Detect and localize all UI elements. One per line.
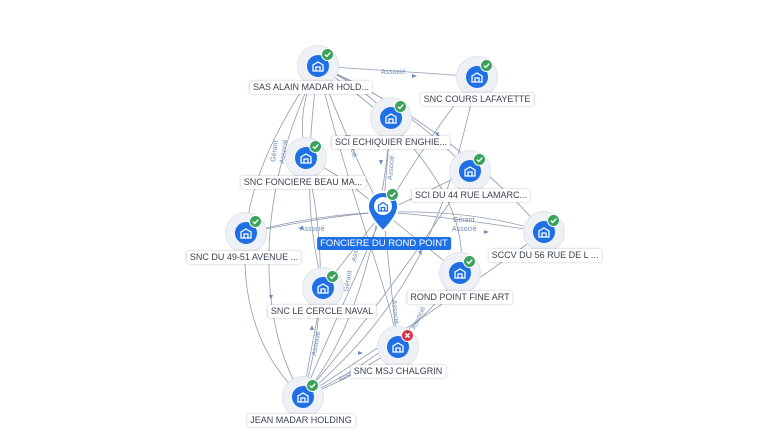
check-icon [321, 48, 334, 61]
node-label[interactable]: SCI ECHIQUIER ENGHIE... [331, 136, 451, 149]
check-icon [394, 100, 407, 113]
node-sccv-56-rue[interactable] [524, 212, 564, 252]
node-label[interactable]: JEAN MADAR HOLDING [247, 414, 355, 427]
node-sci-44-rue[interactable] [450, 151, 490, 191]
building-icon [312, 277, 334, 299]
edge [245, 211, 545, 234]
building-icon [307, 55, 329, 77]
edge-label: Associé [300, 226, 325, 233]
check-icon [473, 153, 486, 166]
edge-arrow [435, 132, 439, 137]
edge [302, 117, 392, 398]
edge-arrow [379, 160, 383, 165]
node-fonciere-du-rond-point[interactable] [366, 188, 400, 234]
node-label[interactable]: SNC DU 49-51 AVENUE ... [186, 251, 302, 264]
map-pin-icon [366, 190, 400, 233]
node-label[interactable]: SNC FONCIERE BEAU MA... [240, 176, 366, 189]
node-label[interactable]: SCCV DU 56 RUE DE L ... [488, 249, 602, 262]
edge-arrow [412, 74, 417, 78]
node-label[interactable]: SNC MSJ CHALGRIN [350, 365, 446, 378]
check-icon [480, 59, 493, 72]
edge-arrow [358, 351, 363, 355]
edge-arrow [269, 295, 273, 300]
node-snc-cercle-naval[interactable] [303, 268, 343, 308]
building-icon [235, 222, 257, 244]
edge [302, 211, 384, 398]
edge-arrow [298, 226, 303, 230]
edge-label: Associé [390, 299, 400, 324]
edge-arrow [484, 230, 489, 234]
check-icon [306, 379, 319, 392]
edge-label: Associé [311, 331, 322, 356]
edge-label: Associé [381, 69, 406, 76]
node-label[interactable]: ROND POINT FINE ART [407, 291, 513, 304]
check-icon [386, 188, 399, 201]
building-icon [292, 386, 314, 408]
building-icon [459, 160, 481, 182]
edge-label: Gérant [270, 140, 280, 162]
building-icon [295, 147, 317, 169]
edge-label: Associé [387, 155, 396, 180]
building-icon [380, 107, 402, 129]
node-snc-msj-chalgrin[interactable] [378, 327, 418, 367]
node-label[interactable]: SNC LE CERCLE NAVAL [267, 305, 377, 318]
edge-label: Gérant [343, 270, 354, 292]
node-rond-point-fine-art[interactable] [440, 253, 480, 293]
building-icon [449, 262, 471, 284]
node-label-primary[interactable]: FONCIERE DU ROND POINT [317, 237, 451, 250]
edge-arrow [310, 325, 314, 330]
node-snc-fonciere[interactable] [286, 138, 326, 178]
node-sas-alain-madar[interactable] [298, 46, 338, 86]
building-icon [387, 336, 409, 358]
node-jean-madar-holding[interactable] [283, 377, 323, 417]
edge-arrow [418, 250, 422, 255]
node-label[interactable]: SNC COURS LAFAYETTE [420, 93, 534, 106]
check-icon [309, 140, 322, 153]
edge [382, 211, 545, 233]
check-icon [249, 215, 262, 228]
edge [317, 65, 462, 274]
edge-label: Associé [452, 226, 477, 233]
node-sci-echiquier[interactable] [371, 98, 411, 138]
edge [317, 65, 399, 348]
check-icon [547, 214, 560, 227]
edge-label: Gérant [453, 217, 474, 224]
node-snc-49-51[interactable] [226, 213, 266, 253]
check-icon [463, 255, 476, 268]
building-icon [533, 221, 555, 243]
edge-label: Associé [279, 139, 289, 164]
building-icon [466, 66, 488, 88]
close-icon [401, 329, 414, 342]
node-label[interactable]: SCI DU 44 RUE LAMARC... [411, 189, 531, 202]
check-icon [326, 270, 339, 283]
node-label[interactable]: SAS ALAIN MADAR HOLD... [249, 81, 373, 94]
node-snc-cours-lafayette[interactable] [457, 57, 497, 97]
